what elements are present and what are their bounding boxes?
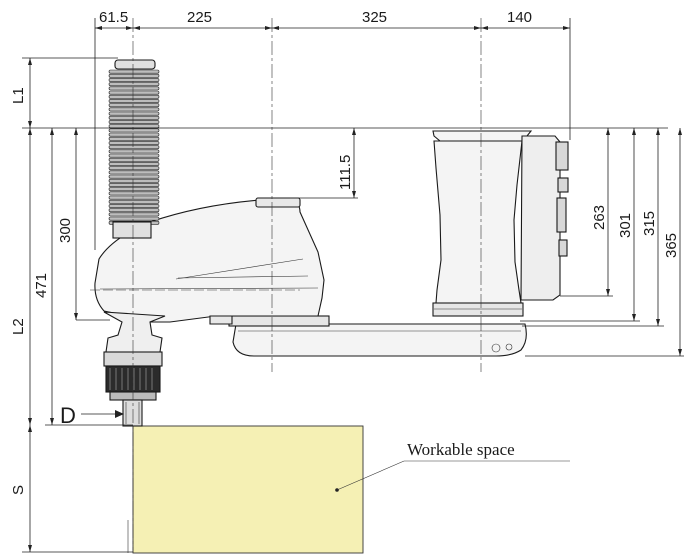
dim-l2: L2 — [10, 318, 27, 335]
bellows-ring — [108, 199, 160, 204]
bellows-ring — [108, 111, 160, 116]
dim-300: 300 — [57, 218, 74, 243]
bellows-ring — [108, 78, 160, 82]
dim-top-140: 140 — [507, 9, 532, 26]
bellows-ring — [108, 115, 160, 120]
bellows-ring — [108, 212, 160, 217]
workable-space-label: Workable space — [407, 440, 515, 459]
workable-space-leader — [336, 460, 405, 491]
bellows-ring — [108, 90, 160, 95]
bellows-ring — [108, 174, 160, 179]
bellows-ring — [108, 107, 160, 112]
left-dimensions: L1 L2 S 471 300 — [10, 58, 110, 552]
bellows-ring — [108, 178, 160, 183]
dim-s: S — [10, 485, 27, 495]
bellows-ring — [108, 166, 160, 171]
bellows-ring — [108, 128, 160, 133]
dim-l1: L1 — [10, 87, 27, 104]
robot-base — [432, 130, 569, 317]
dim-471: 471 — [33, 273, 50, 298]
bellows-ring — [108, 82, 160, 87]
bellows-ring — [108, 69, 160, 74]
bellows-ring — [108, 103, 160, 108]
bellows-ring — [108, 170, 160, 175]
dim-301: 301 — [617, 213, 634, 238]
dim-111-5: 111.5 — [337, 155, 354, 190]
dim-top-325: 325 — [362, 9, 387, 26]
bellows-ring — [108, 187, 160, 192]
bellows-ring — [108, 153, 160, 158]
reference-lines — [22, 57, 684, 553]
top-dimensions: 61.5 225 325 140 — [94, 9, 571, 250]
dim-top-225: 225 — [187, 9, 212, 26]
bellows-ring — [108, 195, 160, 200]
bellows-ring — [108, 162, 160, 166]
bellows-ring — [108, 99, 160, 103]
dim-111-5-group: 111.5 — [337, 128, 356, 198]
bellows-ring — [108, 94, 160, 99]
bellows-ring — [108, 157, 160, 162]
bellows-ring — [108, 136, 160, 141]
dim-top-61-5: 61.5 — [99, 9, 128, 26]
bellows-ring — [108, 216, 160, 221]
dim-315: 315 — [641, 211, 658, 236]
bellows-ring — [108, 141, 160, 145]
bellows-ring — [108, 86, 160, 91]
bellows-ring — [108, 145, 160, 150]
bellows-ring — [108, 204, 160, 208]
bellows-ring — [108, 124, 160, 129]
dim-d-group: D — [60, 403, 124, 428]
dim-263: 263 — [591, 205, 608, 230]
dim-365: 365 — [663, 233, 680, 258]
right-dimensions: 263 301 315 365 — [591, 128, 682, 356]
robot-arm-1 — [228, 315, 527, 357]
dim-d: D — [60, 403, 76, 428]
bellows-ring — [108, 132, 160, 137]
bellows-ring — [108, 191, 160, 196]
bellows-ring — [108, 73, 160, 78]
workable-space-area — [132, 425, 364, 554]
center-lines — [90, 18, 482, 553]
bellows-ring — [108, 183, 160, 187]
bellows-ring — [108, 208, 160, 213]
bellows-ring — [108, 149, 160, 154]
bellows-ring — [108, 120, 160, 124]
robot-wrist — [103, 311, 166, 427]
robot-bellows — [108, 59, 160, 239]
